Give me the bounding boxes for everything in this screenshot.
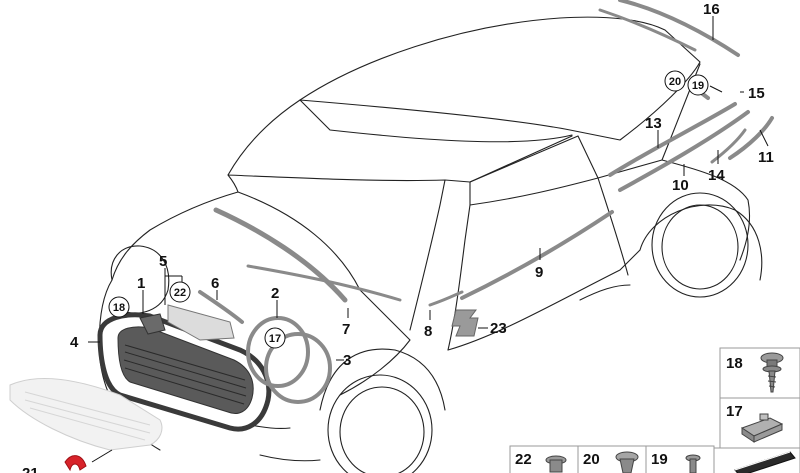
expanding-rivet-icon: [615, 451, 639, 473]
circled-callouts: 18 22 17 20 19: [108, 70, 709, 349]
side-scuttle: [451, 309, 479, 337]
clip-icon: [740, 413, 784, 443]
lower-grille: [9, 377, 163, 472]
svg-text:19: 19: [692, 80, 704, 92]
circled-callout-18: 18: [108, 296, 130, 318]
bolt-icon: [685, 454, 701, 473]
callout-10: 10: [672, 177, 689, 194]
screw-icon: [760, 352, 784, 393]
callout-7: 7: [342, 321, 350, 338]
callout-11: 11: [758, 149, 774, 166]
svg-text:18: 18: [113, 302, 125, 314]
circled-callout-17: 17: [264, 327, 286, 349]
callout-4: 4: [70, 334, 79, 351]
callout-2: 2: [271, 285, 279, 302]
circled-callout-20: 20: [664, 70, 686, 92]
callout-3: 3: [343, 352, 351, 369]
trim-strips: [213, 0, 774, 337]
svg-text:19: 19: [651, 451, 668, 468]
callout-8: 8: [424, 323, 432, 340]
legend-panel-22: 22: [509, 445, 579, 473]
svg-text:17: 17: [726, 403, 743, 420]
callout-9: 9: [535, 264, 543, 281]
callout-14: 14: [708, 167, 725, 184]
svg-text:17: 17: [269, 333, 281, 345]
callout-13: 13: [645, 115, 662, 132]
emblem-rings: [246, 316, 332, 404]
callout-21: 21: [22, 465, 39, 473]
svg-text:22: 22: [515, 451, 532, 468]
callout-16: 16: [703, 1, 720, 18]
circled-callout-19: 19: [687, 74, 709, 96]
legend-panel-20: 20: [577, 445, 647, 473]
callout-1: 1: [137, 275, 145, 292]
svg-text:20: 20: [583, 451, 600, 468]
legend-panel-adhesive-tape: [713, 447, 800, 473]
adhesive-tape-icon: [734, 451, 796, 473]
push-nut-icon: [545, 455, 567, 473]
bracket-22: [167, 304, 235, 341]
callout-labels: 1 5 6 2 4 3 7 8 9 23 10 14 11 13 15 16 2…: [22, 1, 774, 473]
legend-panel-18: 18: [719, 347, 800, 399]
circled-callout-22: 22: [169, 281, 191, 303]
callout-15: 15: [748, 85, 765, 102]
svg-text:20: 20: [669, 76, 681, 88]
hardware-legend: 18 17 22: [509, 347, 800, 473]
callout-23: 23: [490, 320, 507, 337]
callout-6: 6: [211, 275, 219, 292]
leader-lines: [88, 16, 769, 463]
legend-panel-17: 17: [719, 397, 800, 449]
callout-5: 5: [159, 253, 167, 270]
front-grille: [97, 290, 272, 432]
svg-text:18: 18: [726, 355, 743, 372]
legend-panel-19: 19: [645, 445, 715, 473]
svg-text:22: 22: [174, 287, 186, 299]
